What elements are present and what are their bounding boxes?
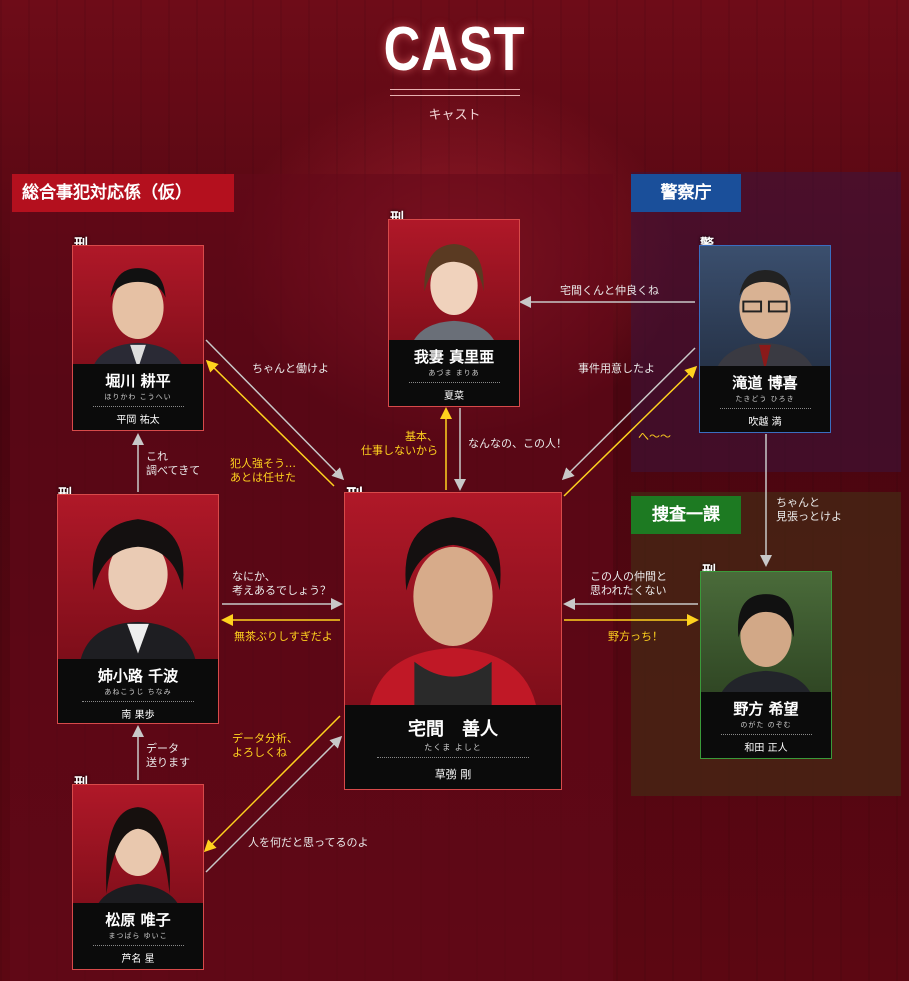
actor-name: 草彅 剛	[345, 766, 561, 782]
divider	[720, 408, 811, 409]
cast-reading: のがた のぞむ	[701, 720, 831, 730]
cast-reading: たくま よしと	[345, 742, 561, 753]
actor-name: 夏菜	[389, 387, 519, 402]
arrow-takuma-to-takimichi	[564, 368, 695, 496]
cast-reading: あづま まりあ	[389, 368, 519, 378]
relation-label-horikawa-to-takuma: ちゃんと働けよ	[252, 362, 329, 376]
cast-photo: 堀川 耕平 ほりかわ こうへい 平岡 祐太	[72, 245, 204, 431]
cast-reading: たきどう ひろき	[700, 394, 830, 404]
nameplate: 姉小路 千波 あねこうじ ちなみ 南 果歩	[58, 659, 218, 723]
cast-name: 姉小路 千波	[58, 665, 218, 686]
cast-name: 松原 唯子	[73, 909, 203, 930]
relation-label-takuma-to-anekoji: 無茶ぶりしすぎだよ	[234, 630, 333, 644]
nameplate: 松原 唯子 まつばら ゆいこ 芦名 星	[73, 903, 203, 969]
cast-photo: 野方 希望 のがた のぞむ 和田 正人	[700, 571, 832, 759]
cast-photo: 姉小路 千波 あねこうじ ちなみ 南 果歩	[57, 494, 219, 724]
cast-name: 野方 希望	[701, 698, 831, 719]
relation-label-anekoji-to-takuma: なにか、 考えあるでしょう？	[232, 570, 331, 598]
relation-label-nogata-to-takuma: この人の仲間と 思われたくない	[590, 570, 667, 598]
nameplate: 堀川 耕平 ほりかわ こうへい 平岡 祐太	[73, 364, 203, 430]
actor-name: 南 果歩	[58, 706, 218, 721]
nameplate: 宅間 善人 たくま よしと 草彅 剛	[345, 705, 561, 789]
nameplate: 我妻 真里亜 あづま まりあ 夏菜	[389, 340, 519, 406]
divider	[409, 382, 500, 383]
cast-name: 滝道 博喜	[700, 372, 830, 393]
cast-name: 堀川 耕平	[73, 370, 203, 391]
cast-name: 我妻 真里亜	[389, 346, 519, 367]
relation-label-takimichi-to-nogata: ちゃんと 見張っとけよ	[776, 496, 842, 524]
actor-name: 吹越 満	[700, 413, 830, 428]
relation-label-takuma-to-matsubara: データ分析、 よろしくね	[232, 732, 298, 760]
relation-label-matsubara-to-anekoji: データ 送ります	[146, 742, 190, 770]
cast-reading: ほりかわ こうへい	[73, 392, 203, 402]
divider	[82, 701, 194, 702]
nameplate: 野方 希望 のがた のぞむ 和田 正人	[701, 692, 831, 758]
divider	[721, 734, 812, 735]
relation-label-takuma-to-nogata: 野方っち！	[608, 630, 663, 644]
cast-reading: まつばら ゆいこ	[73, 931, 203, 941]
actor-name: 和田 正人	[701, 739, 831, 754]
relation-label-takimichi-to-azuma: 宅間くんと仲良くね	[560, 284, 659, 298]
cast-photo: 我妻 真里亜 あづま まりあ 夏菜	[388, 219, 520, 407]
cast-photo: 滝道 博喜 たきどう ひろき 吹越 満	[699, 245, 831, 433]
relation-label-matsubara-to-takuma: 人を何だと思ってるのよ	[248, 836, 368, 850]
relation-label-takuma-to-takimichi: へ〜〜	[638, 430, 671, 444]
cast-reading: あねこうじ ちなみ	[58, 687, 218, 697]
cast-photo: 宅間 善人 たくま よしと 草彅 剛	[344, 492, 562, 790]
divider	[377, 757, 528, 758]
cast-photo: 松原 唯子 まつばら ゆいこ 芦名 星	[72, 784, 204, 970]
relation-label-anekoji-to-horikawa: これ 調べてきて	[146, 450, 200, 478]
relation-label-takimichi-to-takuma: 事件用意したよ	[578, 362, 655, 376]
divider	[93, 406, 184, 407]
nameplate: 滝道 博喜 たきどう ひろき 吹越 満	[700, 366, 830, 432]
actor-name: 平岡 祐太	[73, 411, 203, 426]
relation-label-takuma-to-azuma: 基本、 仕事しないから	[356, 430, 438, 458]
relation-label-takuma-to-horikawa: 犯人強そう… あとは任せた	[230, 457, 296, 485]
relation-label-azuma-to-takuma: なんなの、この人！	[468, 437, 567, 451]
divider	[93, 945, 184, 946]
cast-name: 宅間 善人	[345, 715, 561, 741]
actor-name: 芦名 星	[73, 950, 203, 965]
